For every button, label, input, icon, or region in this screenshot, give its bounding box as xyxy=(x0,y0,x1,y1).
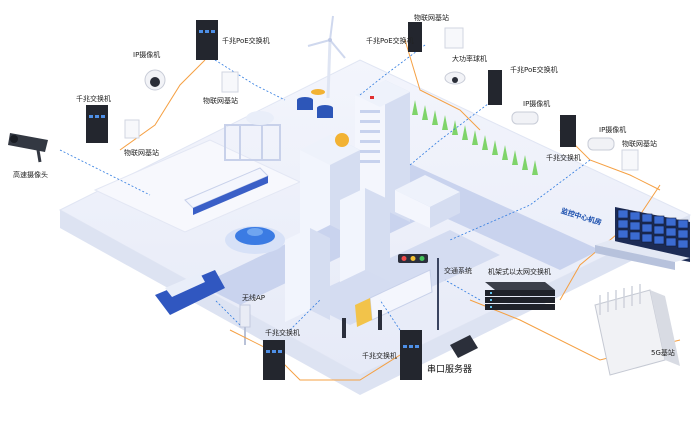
label-dome-camera: 大功率球机 xyxy=(452,55,487,63)
label-wireless-ap: 无线AP xyxy=(242,294,266,302)
train xyxy=(184,167,269,215)
bollard-right xyxy=(378,310,382,330)
black-switches xyxy=(86,20,576,380)
wireless-ap-pole xyxy=(239,304,251,345)
label-5g-base-station: 5G基站 xyxy=(651,349,675,357)
label-gigabit-poe-switch-top: 千兆PoE交换机 xyxy=(222,37,270,45)
ship xyxy=(155,270,225,315)
network-hub xyxy=(225,226,285,254)
frame-building xyxy=(224,124,281,161)
label-gigabit-poe-switch-right: 千兆PoE交换机 xyxy=(510,66,558,74)
serial-server-device xyxy=(450,335,478,358)
label-serial-server: 串口服务器 xyxy=(427,365,473,375)
label-gigabit-poe-switch-top-right: 千兆PoE交换机 xyxy=(366,37,414,45)
5g-base-station-device xyxy=(594,284,680,376)
mid-buildings xyxy=(285,133,390,322)
video-wall xyxy=(595,207,690,270)
cloud-icon xyxy=(246,111,274,125)
label-ip-camera-left: IP摄像机 xyxy=(133,51,161,59)
label-iot-base-station-left: 物联网基站 xyxy=(203,97,238,105)
low-building xyxy=(395,175,460,228)
label-ip-camera-right-1: IP摄像机 xyxy=(523,100,551,108)
speed-camera-device xyxy=(8,133,48,163)
bollard-left xyxy=(342,318,346,338)
traffic-light xyxy=(398,254,439,330)
label-gigabit-switch-bottom: 千兆交换机 xyxy=(362,352,397,360)
label-gigabit-switch-bottom-left: 千兆交换机 xyxy=(265,329,300,337)
label-iot-base-station-mid-left: 物联网基站 xyxy=(124,149,159,157)
label-gigabit-switch-left: 千兆交换机 xyxy=(76,95,111,103)
label-iot-base-station-top: 物联网基站 xyxy=(414,14,449,22)
label-ip-camera-right-2: IP摄像机 xyxy=(599,126,627,134)
label-rack-switch: 机架式以太网交换机 xyxy=(488,268,551,276)
label-iot-base-station-right: 物联网基站 xyxy=(622,140,657,148)
road-lower xyxy=(300,230,500,325)
label-speed-camera: 高速摄像头 xyxy=(13,171,48,179)
rack-switch-device xyxy=(485,282,555,310)
switch-ports xyxy=(89,30,419,353)
tall-building xyxy=(355,80,410,225)
tree-row xyxy=(402,95,538,175)
label-traffic-system: 交通系统 xyxy=(444,267,472,275)
database-icons xyxy=(297,89,333,118)
wind-turbine xyxy=(307,15,346,99)
label-gigabit-switch-right: 千兆交换机 xyxy=(546,154,581,162)
iot-base-station-boxes xyxy=(124,27,639,171)
ip-camera-devices xyxy=(144,69,615,151)
truck xyxy=(355,269,433,327)
blue-links xyxy=(59,44,591,331)
